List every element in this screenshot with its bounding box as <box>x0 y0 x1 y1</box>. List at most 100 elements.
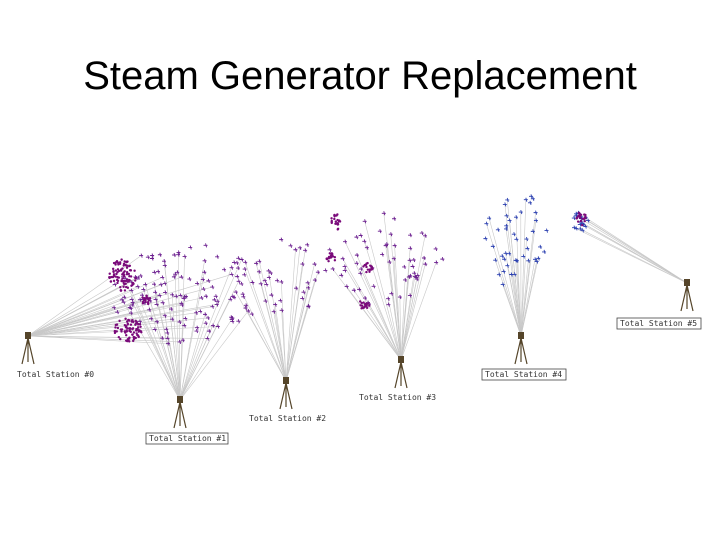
target-point-dense <box>135 322 137 324</box>
target-point <box>343 240 347 244</box>
target-point-dense <box>367 268 369 270</box>
target-point <box>328 248 332 252</box>
target-point <box>500 254 504 258</box>
station-label-st2: Total Station #2 <box>246 413 330 424</box>
sight-line <box>286 280 315 381</box>
target-point-dense <box>365 266 367 268</box>
target-point-dense <box>581 224 583 226</box>
target-point <box>198 309 202 313</box>
sight-line <box>180 311 248 400</box>
target-point-dense <box>337 223 339 225</box>
target-point <box>160 275 164 279</box>
target-point <box>493 258 497 262</box>
target-point <box>408 233 412 237</box>
target-point-dense <box>119 286 121 288</box>
target-point <box>572 216 576 220</box>
target-point <box>354 235 358 239</box>
station-label-st1: Total Station #1 <box>146 433 228 444</box>
target-point <box>230 272 234 276</box>
target-point <box>159 283 163 287</box>
target-point <box>278 299 282 303</box>
target-point <box>234 290 238 294</box>
target-point <box>158 253 162 257</box>
target-point-dense <box>362 265 364 267</box>
target-point-dense <box>122 271 124 273</box>
target-point-dense <box>578 212 580 214</box>
target-point-dense <box>134 277 136 279</box>
sight-line <box>243 294 286 381</box>
sight-line <box>236 292 286 381</box>
target-point-dense <box>124 282 126 284</box>
target-point-dense <box>369 264 371 266</box>
target-point-dense <box>120 268 122 270</box>
target-point <box>195 326 199 330</box>
target-point <box>243 267 247 271</box>
target-point <box>294 286 298 290</box>
target-point-dense <box>144 298 146 300</box>
target-point <box>156 270 160 274</box>
target-point-dense <box>126 264 128 266</box>
target-point <box>341 257 345 261</box>
target-point-dense <box>122 280 124 282</box>
target-point-dense <box>127 339 129 341</box>
station-label-st5: Total Station #5 <box>617 318 701 329</box>
target-point-dense <box>135 320 137 322</box>
target-point-dense <box>123 263 125 265</box>
target-point-dense <box>112 271 114 273</box>
target-point-dense <box>117 280 119 282</box>
target-point <box>199 296 203 300</box>
target-point <box>241 292 245 296</box>
sight-line <box>143 290 180 400</box>
target-point <box>113 282 117 286</box>
sight-lines <box>28 200 687 400</box>
target-point <box>242 273 246 277</box>
target-point-dense <box>117 262 119 264</box>
sight-line <box>574 228 687 283</box>
target-point <box>235 261 239 265</box>
target-point-dense <box>124 318 126 320</box>
target-point-dense <box>364 305 366 307</box>
target-point <box>153 290 157 294</box>
target-point <box>259 282 263 286</box>
sight-line <box>401 275 418 360</box>
station-label-text: Total Station #5 <box>620 319 697 328</box>
target-point-dense <box>118 320 120 322</box>
target-point-dense <box>129 269 131 271</box>
target-point-dense <box>333 218 335 220</box>
target-point <box>358 271 362 275</box>
target-point-dense <box>371 267 373 269</box>
target-point-dense <box>584 217 586 219</box>
target-point-dense <box>110 280 112 282</box>
target-point-dense <box>133 336 135 338</box>
target-point-dense <box>583 220 585 222</box>
target-point <box>129 306 133 310</box>
target-point <box>538 245 542 249</box>
target-point-dense <box>123 273 125 275</box>
target-point <box>343 265 347 269</box>
target-point-dense <box>131 328 133 330</box>
target-point-dense <box>125 334 127 336</box>
target-point-dense <box>133 331 135 333</box>
station-label-text: Total Station #2 <box>249 414 326 423</box>
target-point-dense <box>145 301 147 303</box>
target-point-dense <box>327 260 329 262</box>
target-point <box>257 270 261 274</box>
station-label-text: Total Station #4 <box>485 370 562 379</box>
sight-line <box>486 224 521 336</box>
target-point-dense <box>117 327 119 329</box>
target-point <box>179 275 183 279</box>
target-point-dense <box>130 285 132 287</box>
target-point-dense <box>119 261 121 263</box>
target-point-dense <box>365 271 367 273</box>
target-point-dense <box>126 327 128 329</box>
target-point-dense <box>330 217 332 219</box>
target-point <box>239 282 243 286</box>
target-point <box>187 277 191 281</box>
target-point-dense <box>122 286 124 288</box>
target-point <box>355 261 359 265</box>
target-point-dense <box>365 263 367 265</box>
target-point-dense <box>125 329 127 331</box>
target-point-dense <box>118 336 120 338</box>
target-point <box>363 219 367 223</box>
